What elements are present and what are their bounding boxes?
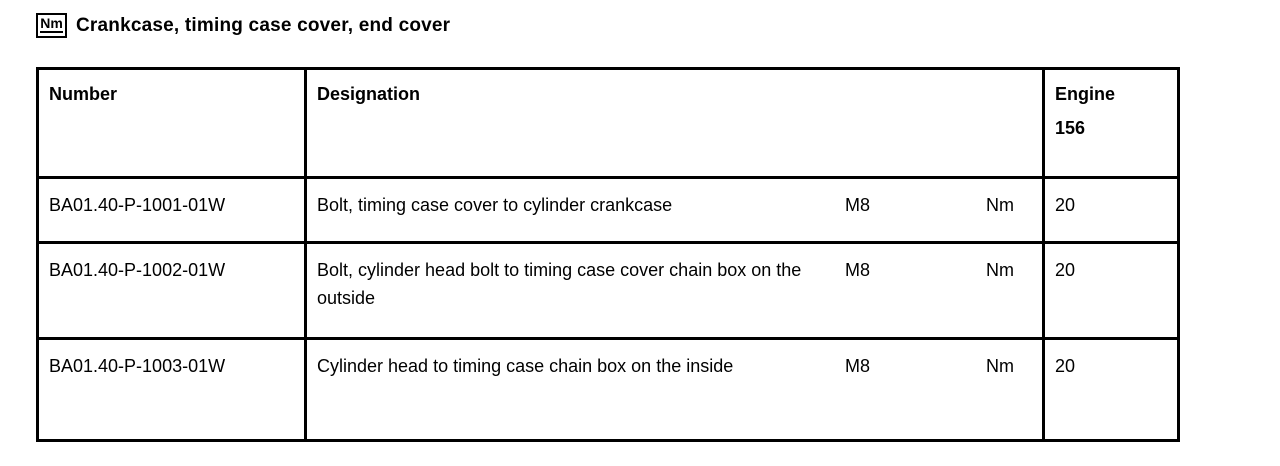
- torque-nm-icon: Nm: [36, 13, 67, 38]
- designation-text: Bolt, timing case cover to cylinder cran…: [317, 195, 673, 215]
- table-row: BA01.40-P-1003-01W Cylinder head to timi…: [39, 337, 1177, 439]
- cell-number: BA01.40-P-1002-01W: [39, 244, 307, 337]
- thread-size: M8: [845, 195, 871, 215]
- header-engine-line2: 156: [1055, 118, 1086, 138]
- header-engine-line1: Engine: [1055, 84, 1116, 104]
- unit-label: Nm: [986, 195, 1014, 215]
- designation-text: Cylinder head to timing case chain box o…: [317, 356, 734, 376]
- table-row: BA01.40-P-1002-01W Bolt, cylinder head b…: [39, 241, 1177, 337]
- section-title-row: Nm Crankcase, timing case cover, end cov…: [36, 12, 450, 39]
- header-engine: Engine 156: [1045, 70, 1177, 176]
- page-title: Crankcase, timing case cover, end cover: [76, 15, 451, 36]
- unit-label: Nm: [986, 356, 1014, 376]
- cell-designation: Cylinder head to timing case chain box o…: [307, 340, 1045, 439]
- cell-number: BA01.40-P-1003-01W: [39, 340, 307, 439]
- cell-designation: Bolt, timing case cover to cylinder cran…: [307, 179, 1045, 241]
- header-number: Number: [39, 70, 307, 176]
- header-designation-label: Designation: [317, 84, 421, 104]
- cell-engine-value: 20: [1055, 356, 1076, 376]
- thread-size: M8: [845, 260, 871, 280]
- unit-label: Nm: [986, 260, 1014, 280]
- torque-spec-table: Number Designation Engine 156 BA01.40-P-…: [36, 67, 1180, 442]
- header-designation: Designation: [307, 70, 1045, 176]
- table-row: BA01.40-P-1001-01W Bolt, timing case cov…: [39, 176, 1177, 241]
- thread-size: M8: [845, 356, 871, 376]
- designation-text: Bolt, cylinder head bolt to timing case …: [317, 260, 802, 308]
- cell-designation: Bolt, cylinder head bolt to timing case …: [307, 244, 1045, 337]
- table-header-row: Number Designation Engine 156: [39, 70, 1177, 176]
- cell-engine-value: 20: [1055, 260, 1076, 280]
- cell-engine-value: 20: [1055, 195, 1076, 215]
- cell-number: BA01.40-P-1001-01W: [39, 179, 307, 241]
- torque-nm-icon-label: Nm: [40, 15, 63, 33]
